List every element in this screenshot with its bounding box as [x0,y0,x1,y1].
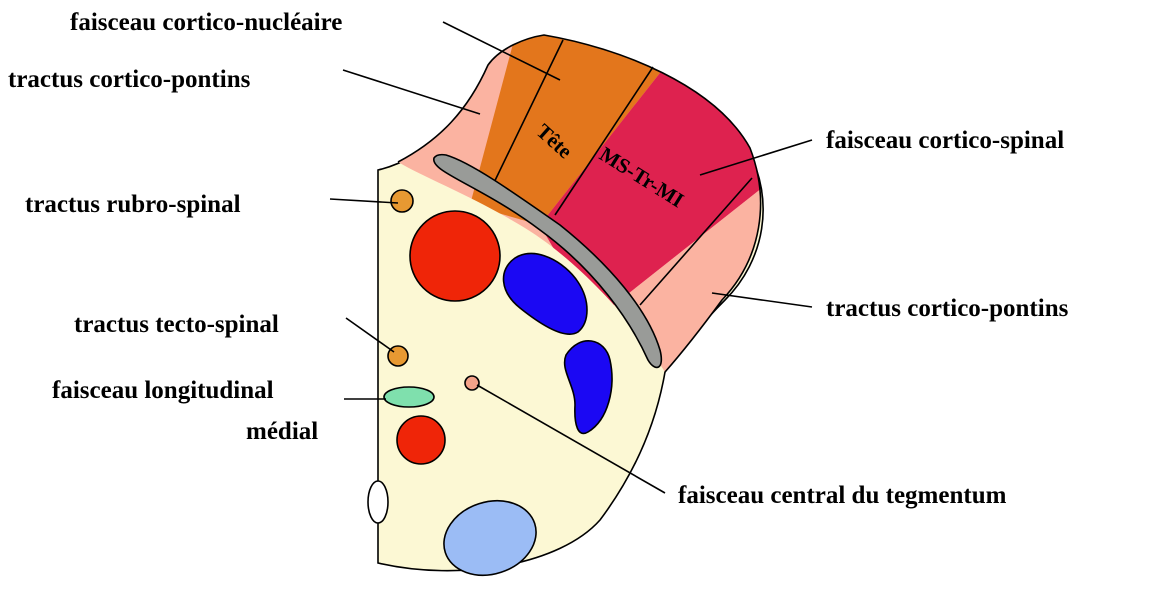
label-tecto-spinal: tractus tecto-spinal [74,311,279,338]
red-nucleus [410,211,500,301]
leader-cortico-pontins-top [343,70,480,114]
leader-cortico-pontins-right [712,293,812,307]
rubro-spinal-tract-dot [391,190,413,212]
label-rubro-spinal: tractus rubro-spinal [25,191,241,218]
label-central-tegmentum: faisceau central du tegmentum [678,482,1007,509]
label-cortico-pontins-right: tractus cortico-pontins [826,295,1069,322]
label-cortico-nucleaire: faisceau cortico-nucléaire [70,9,342,36]
label-cortico-pontins-top: tractus cortico-pontins [8,66,251,93]
central-tegmental-dot [465,376,479,390]
mlf-ellipse [384,387,434,407]
white-oval-structure [368,481,388,523]
label-longitudinal-line1: faisceau longitudinal [52,377,274,404]
small-red-nucleus [397,416,445,464]
label-cortico-spinal: faisceau cortico-spinal [826,127,1064,154]
label-longitudinal-line2: médial [246,418,318,445]
